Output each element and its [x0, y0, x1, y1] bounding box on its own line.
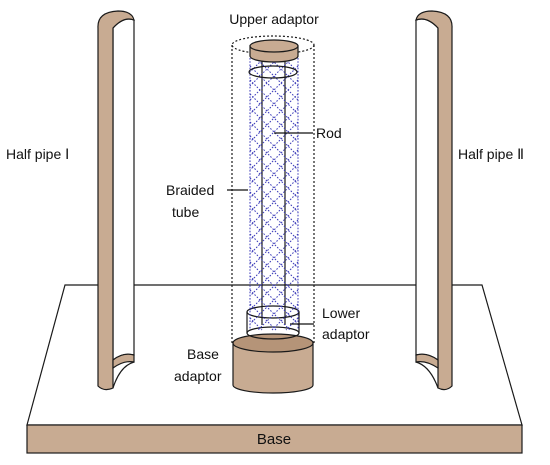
half-pipe-1 [97, 10, 135, 391]
outer-tube [231, 35, 315, 345]
leader-lines [227, 132, 314, 325]
braid-strand [285, 317, 299, 331]
label-lower-line1: Lower [322, 305, 360, 321]
label-rod: Rod [316, 125, 342, 141]
base-adaptor [232, 333, 314, 394]
half-pipe-1-bottom-edge [112, 361, 135, 389]
half-pipe-2-bottom-edge [415, 361, 439, 389]
label-lower-line2: adaptor [322, 326, 370, 342]
upper-adaptor [248, 39, 299, 79]
base-adaptor-top [232, 333, 314, 353]
base-adaptor-body [232, 342, 314, 394]
half-pipe-1-outer [97, 10, 135, 391]
label-base-adaptor-line1: Base [187, 346, 219, 362]
braid-strand [269, 57, 299, 87]
label-base-adaptor-line2: adaptor [174, 368, 222, 384]
braided-tube [249, 57, 299, 331]
upper-adaptor-top [249, 39, 299, 53]
half-pipe-2 [415, 10, 453, 391]
half-pipe-1-inner [112, 18, 135, 362]
label-braided-line2: tube [172, 204, 199, 220]
rod [261, 52, 286, 325]
label-upper-adaptor: Upper adaptor [229, 11, 319, 27]
label-half-pipe-2: Half pipe Ⅱ [458, 146, 524, 162]
label-half-pipe-1: Half pipe Ⅰ [6, 146, 69, 162]
braid-strand [249, 57, 279, 87]
label-base: Base [257, 431, 291, 448]
base-plate-front [26, 424, 523, 454]
braid-strand [249, 317, 263, 331]
braid-strand [255, 57, 299, 101]
upper-adaptor-ring [248, 65, 298, 79]
half-pipe-2-outer [415, 10, 453, 391]
braid-strand [249, 57, 293, 101]
half-pipe-2-inner [415, 18, 439, 362]
label-braided-line1: Braided [166, 182, 214, 198]
